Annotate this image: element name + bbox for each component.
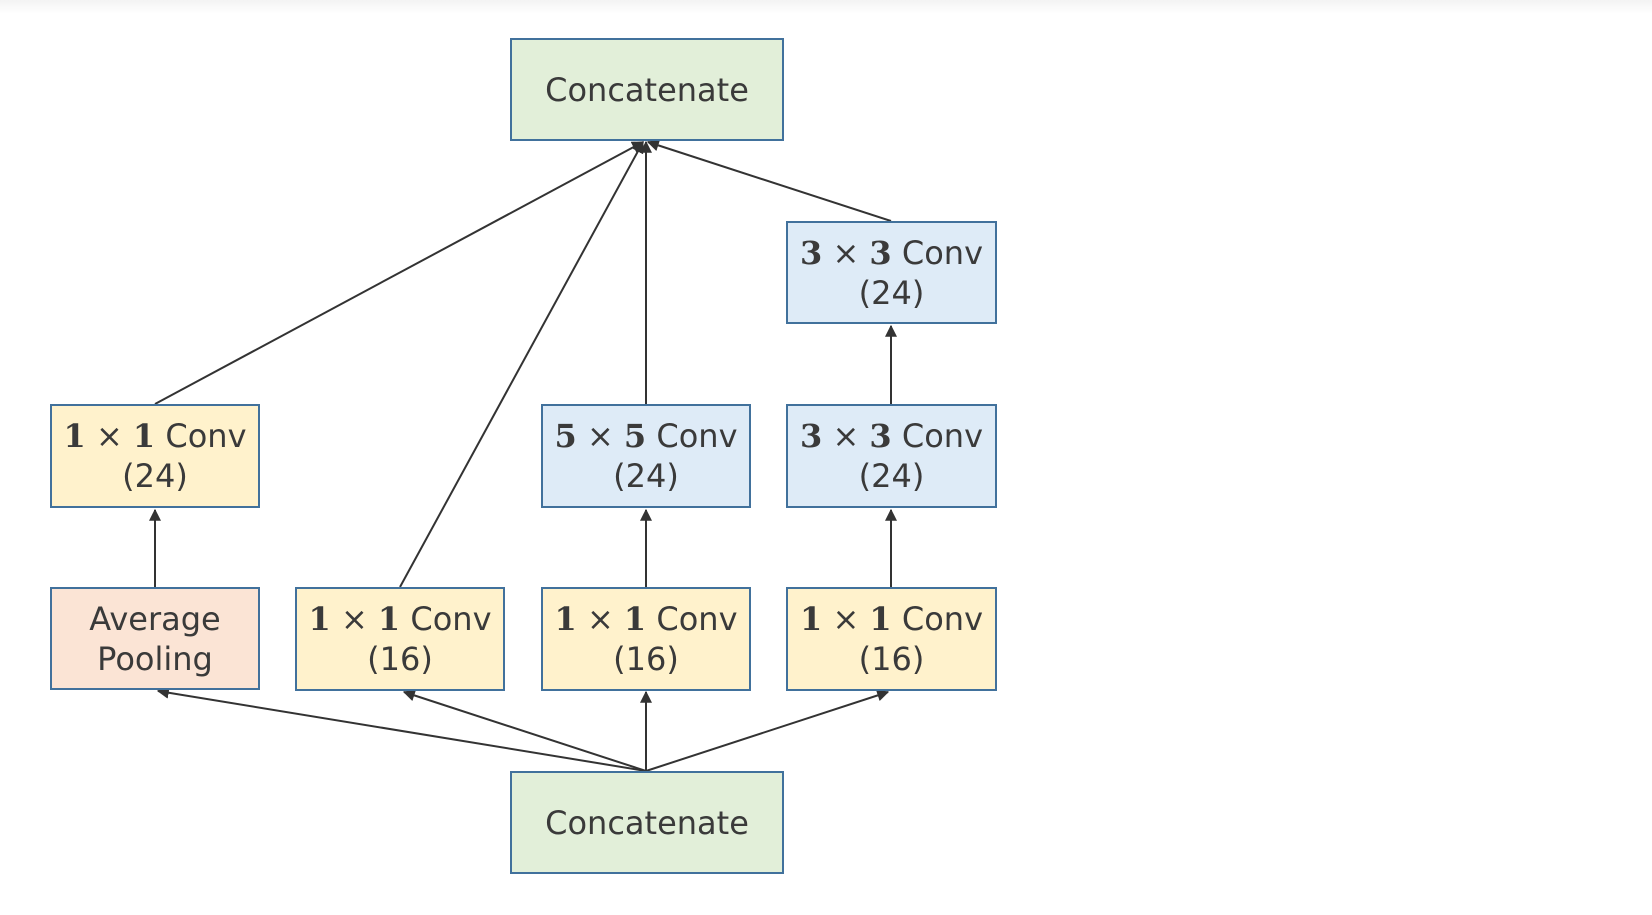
edge-concat-bottom-to-conv1x1-a (402, 689, 647, 772)
kernel-dim: 3 (800, 417, 823, 455)
conv1x1-16-node-a: 1 × 1 Conv (16) (295, 587, 505, 691)
kernel-dim: 1 (377, 600, 401, 638)
concatenate-top-label: Concatenate (545, 70, 749, 109)
times-sign: × (330, 600, 378, 638)
times-sign: × (576, 417, 624, 455)
conv1x1-16-a-kernel: 1 × 1 Conv (309, 599, 492, 639)
edge-concat-bottom-to-conv1x1-c (645, 689, 890, 772)
average-pooling-label-line2: Pooling (97, 639, 213, 678)
kernel-dim: 3 (869, 233, 892, 272)
edge-conv3x3-upper-to-concat-top (646, 139, 892, 222)
conv1x1-16-b-kernel: 1 × 1 Conv (555, 599, 738, 639)
conv1x1-16-node-b: 1 × 1 Conv (16) (541, 587, 751, 691)
kernel-dim: 5 (554, 417, 577, 455)
op-name: Conv (646, 417, 738, 455)
conv3x3-lower-kernel: 3 × 3 Conv (800, 416, 983, 456)
times-sign: × (85, 417, 133, 455)
conv3x3-lower-channels: (24) (858, 457, 925, 495)
average-pooling-label-line1: Average (89, 599, 221, 638)
kernel-dim: 3 (869, 417, 892, 455)
kernel-dim: 1 (132, 417, 156, 455)
conv5x5-kernel: 5 × 5 Conv (555, 416, 738, 456)
op-name: Conv (155, 417, 247, 455)
op-name: Conv (891, 233, 983, 272)
kernel-dim: 1 (623, 600, 647, 638)
conv1x1-16-c-channels: (16) (858, 640, 925, 678)
conv1x1-16-a-channels: (16) (367, 640, 433, 678)
edge-concat-bottom-to-avgpool (156, 686, 647, 772)
conv5x5-channels: (24) (613, 457, 679, 495)
conv1x1-16-b-channels: (16) (613, 640, 679, 678)
conv3x3-upper-channels: (24) (858, 273, 925, 312)
kernel-dim: 1 (554, 600, 577, 638)
kernel-dim: 1 (869, 600, 892, 638)
op-name: Conv (891, 417, 983, 455)
average-pooling-node: Average Pooling (50, 587, 260, 690)
conv3x3-lower-node: 3 × 3 Conv (24) (786, 404, 997, 508)
op-name: Conv (646, 600, 738, 638)
top-strip (0, 0, 1652, 14)
conv3x3-upper-kernel: 3 × 3 Conv (800, 233, 983, 273)
concatenate-bottom-label: Concatenate (545, 803, 749, 842)
conv1x1-24-node: 1 × 1 Conv (24) (50, 404, 260, 508)
kernel-dim: 3 (800, 233, 823, 272)
times-sign: × (822, 233, 870, 272)
conv3x3-upper-node: 3 × 3 Conv (24) (786, 221, 997, 324)
kernel-dim: 1 (308, 600, 331, 638)
op-name: Conv (400, 600, 492, 638)
conv1x1-16-node-c: 1 × 1 Conv (16) (786, 587, 997, 691)
times-sign: × (576, 600, 624, 638)
edge-conv1x1-24-to-concat-top (154, 141, 645, 405)
concatenate-bottom-node: Concatenate (510, 771, 784, 874)
conv5x5-node: 5 × 5 Conv (24) (541, 404, 751, 508)
kernel-dim: 1 (800, 600, 823, 638)
conv1x1-24-channels: (24) (122, 457, 188, 495)
conv1x1-24-kernel: 1 × 1 Conv (64, 416, 247, 456)
kernel-dim: 1 (63, 417, 86, 455)
conv1x1-16-c-kernel: 1 × 1 Conv (800, 599, 983, 639)
edge-conv1x1-a-to-concat-top (399, 140, 644, 588)
times-sign: × (822, 417, 870, 455)
op-name: Conv (891, 600, 983, 638)
concatenate-top-node: Concatenate (510, 38, 784, 141)
kernel-dim: 5 (623, 417, 647, 455)
times-sign: × (822, 600, 870, 638)
